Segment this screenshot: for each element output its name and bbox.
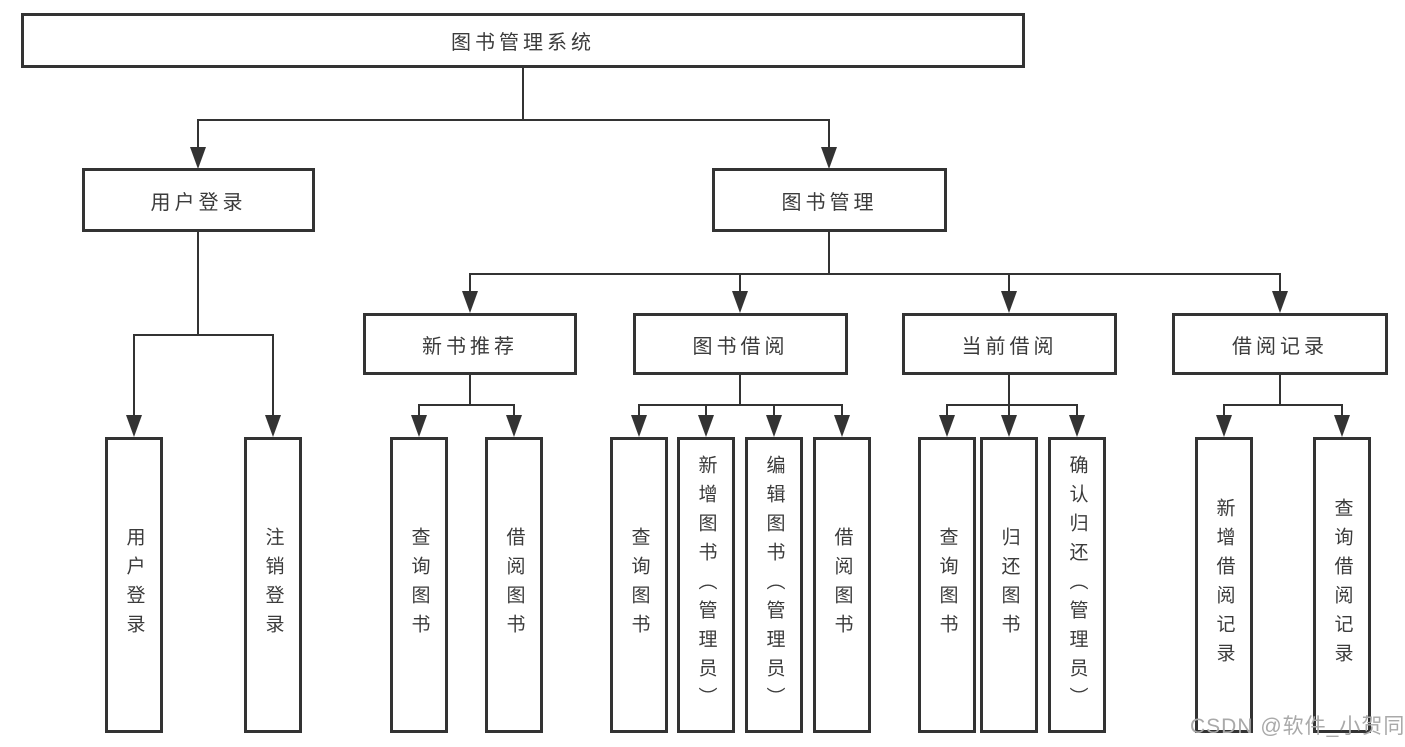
leaf-borrow-edit-books-admin: 编辑图书（管理员）: [745, 437, 803, 733]
arrowhead-down: [506, 415, 522, 437]
connector-leaf-stem: [1341, 404, 1343, 418]
arrowhead-down: [126, 415, 142, 437]
connector-user-login-stem: [197, 232, 199, 336]
connector-leaf-stem: [1076, 404, 1078, 418]
connector-user-login-rail: [133, 334, 274, 336]
connector-current-stem: [1008, 375, 1010, 406]
connector-leaf-stem: [946, 404, 948, 418]
node-book-borrow: 图书借阅: [633, 313, 848, 375]
arrowhead-down: [834, 415, 850, 437]
leaf-current-query-books: 查询图书: [918, 437, 976, 733]
node-current-borrow: 当前借阅: [902, 313, 1117, 375]
arrowhead-down: [766, 415, 782, 437]
connector-leaf-stem: [1223, 404, 1225, 418]
arrowhead-down: [821, 147, 837, 169]
connector-current-rail: [946, 404, 1078, 406]
connector-leaf-stem: [418, 404, 420, 418]
connector-to-leaf-user-login: [133, 334, 135, 418]
connector-level2-rail: [197, 119, 830, 121]
arrowhead-down: [1001, 415, 1017, 437]
connector-to-book-management: [828, 119, 830, 153]
arrowhead-down: [1272, 291, 1288, 313]
connector-leaf-stem: [638, 404, 640, 418]
leaf-user-login: 用户登录: [105, 437, 163, 733]
leaf-recommend-query-books: 查询图书: [390, 437, 448, 733]
connector-leaf-stem: [841, 404, 843, 418]
leaf-borrow-query-books: 查询图书: [610, 437, 668, 733]
leaf-logout: 注销登录: [244, 437, 302, 733]
leaf-current-confirm-return-admin: 确认归还（管理员）: [1048, 437, 1106, 733]
arrowhead-down: [190, 147, 206, 169]
connector-leaf-stem: [513, 404, 515, 418]
node-book-management: 图书管理: [712, 168, 947, 232]
node-borrow-records: 借阅记录: [1172, 313, 1388, 375]
connector-leaf-stem: [1008, 404, 1010, 418]
arrowhead-down: [1216, 415, 1232, 437]
connector-records-rail: [1223, 404, 1343, 406]
connector-to-new-book-recommend: [469, 273, 471, 293]
connector-borrow-rail: [638, 404, 843, 406]
arrowhead-down: [411, 415, 427, 437]
leaf-borrow-borrow-books: 借阅图书: [813, 437, 871, 733]
node-new-book-recommend: 新书推荐: [363, 313, 577, 375]
leaf-records-query-record: 查询借阅记录: [1313, 437, 1371, 733]
node-user-login: 用户登录: [82, 168, 315, 232]
connector-book-management-stem: [828, 232, 830, 275]
arrowhead-down: [631, 415, 647, 437]
leaf-records-add-record: 新增借阅记录: [1195, 437, 1253, 733]
connector-to-book-borrow: [739, 273, 741, 293]
connector-leaf-stem: [773, 404, 775, 418]
arrowhead-down: [1069, 415, 1085, 437]
connector-to-user-login: [197, 119, 199, 153]
connector-recommend-stem: [469, 375, 471, 406]
arrowhead-down: [265, 415, 281, 437]
connector-level3-rail: [469, 273, 1281, 275]
node-root-library-system: 图书管理系统: [21, 13, 1025, 68]
leaf-borrow-add-books-admin: 新增图书（管理员）: [677, 437, 735, 733]
arrowhead-down: [1001, 291, 1017, 313]
arrowhead-down: [1334, 415, 1350, 437]
connector-root-stem: [522, 68, 524, 121]
connector-to-leaf-logout: [272, 334, 274, 418]
leaf-current-return-books: 归还图书: [980, 437, 1038, 733]
connector-to-borrow-records: [1279, 273, 1281, 293]
connector-leaf-stem: [705, 404, 707, 418]
connector-borrow-stem: [739, 375, 741, 406]
arrowhead-down: [732, 291, 748, 313]
arrowhead-down: [698, 415, 714, 437]
arrowhead-down: [939, 415, 955, 437]
csdn-watermark: CSDN @软件_小贺同学: [1190, 715, 1405, 738]
connector-to-current-borrow: [1008, 273, 1010, 293]
connector-recommend-rail: [418, 404, 515, 406]
arrowhead-down: [462, 291, 478, 313]
leaf-recommend-borrow-books: 借阅图书: [485, 437, 543, 733]
connector-records-stem: [1279, 375, 1281, 406]
